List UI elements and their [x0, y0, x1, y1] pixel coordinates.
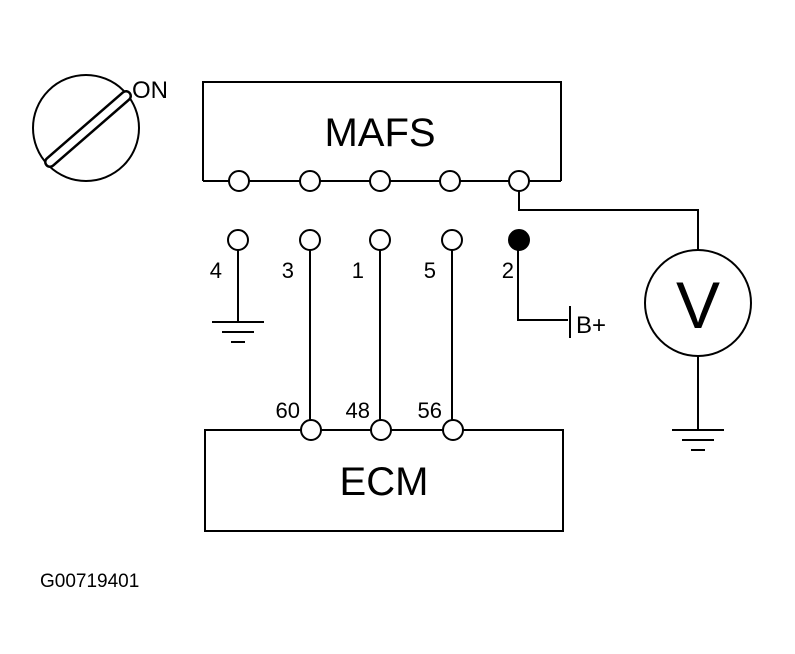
ground-icon [212, 321, 264, 343]
mafs-terminal [299, 170, 321, 192]
pin-label-4: 4 [210, 258, 222, 283]
ecm-pin-label-56: 56 [418, 398, 442, 423]
pin-label-2: 2 [502, 258, 514, 283]
ecm-label: ECM [340, 460, 429, 504]
mafs-terminal [228, 170, 250, 192]
harness-terminal-5 [441, 229, 463, 251]
wire-pin-2-battery [517, 240, 568, 321]
mafs-label: MAFS [324, 111, 435, 155]
mafs-terminal [508, 170, 530, 192]
harness-terminal-1 [369, 229, 391, 251]
switch-label: ON [132, 77, 168, 104]
ground-icon [672, 429, 724, 451]
pin-label-5: 5 [424, 258, 436, 283]
pin-label-3: 3 [282, 258, 294, 283]
battery-label: B+ [576, 312, 606, 339]
ecm-terminal-56 [442, 419, 464, 441]
figure-id: G00719401 [40, 571, 139, 592]
ecm-terminal-60 [300, 419, 322, 441]
mafs-terminal [369, 170, 391, 192]
probe-point [508, 229, 530, 251]
voltmeter-label: V [676, 268, 720, 342]
mafs-terminal [439, 170, 461, 192]
harness-terminal-3 [299, 229, 321, 251]
harness-terminal-4 [227, 229, 249, 251]
ecm-pin-label-48: 48 [346, 398, 370, 423]
ignition-switch-icon [32, 74, 140, 182]
pin-label-1: 1 [352, 258, 364, 283]
ecm-terminal-48 [370, 419, 392, 441]
wire-pin-2-meter [518, 191, 699, 250]
ecm-pin-label-60: 60 [276, 398, 300, 423]
